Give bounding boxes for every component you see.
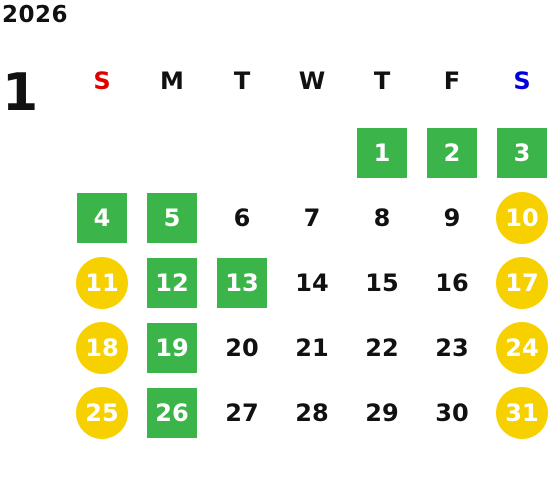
day-cell-19[interactable]: 19 xyxy=(147,322,197,373)
day-cell-empty xyxy=(207,120,277,185)
weekday-sun: S xyxy=(93,67,111,95)
day-cell-29[interactable]: 29 xyxy=(365,398,399,427)
calendar-month: 1 xyxy=(2,63,39,123)
day-cell-25[interactable]: 25 xyxy=(76,386,128,439)
day-cell-21[interactable]: 21 xyxy=(295,333,329,362)
day-cell-5[interactable]: 5 xyxy=(147,192,197,243)
weekday-sat: S xyxy=(513,67,531,95)
day-cell-14[interactable]: 14 xyxy=(295,268,329,297)
day-cell-11[interactable]: 11 xyxy=(76,256,128,309)
day-cell-4[interactable]: 4 xyxy=(77,192,127,243)
day-cell-12[interactable]: 12 xyxy=(147,257,197,308)
day-cell-20[interactable]: 20 xyxy=(225,333,259,362)
day-cell-6[interactable]: 6 xyxy=(233,203,251,232)
day-cell-9[interactable]: 9 xyxy=(443,203,461,232)
day-cell-empty xyxy=(67,120,137,185)
day-cell-31[interactable]: 31 xyxy=(496,386,548,439)
weekday-wed: W xyxy=(298,67,326,95)
day-cell-7[interactable]: 7 xyxy=(303,203,321,232)
weekday-thu: T xyxy=(373,67,391,95)
day-cell-26[interactable]: 26 xyxy=(147,387,197,438)
day-cell-3[interactable]: 3 xyxy=(497,127,547,178)
day-cell-28[interactable]: 28 xyxy=(295,398,329,427)
weekday-fri: F xyxy=(443,67,461,95)
day-cell-16[interactable]: 16 xyxy=(435,268,469,297)
day-cell-8[interactable]: 8 xyxy=(373,203,391,232)
day-cell-30[interactable]: 30 xyxy=(435,398,469,427)
day-cell-27[interactable]: 27 xyxy=(225,398,259,427)
day-cell-1[interactable]: 1 xyxy=(357,127,407,178)
day-cell-22[interactable]: 22 xyxy=(365,333,399,362)
weekday-tue: T xyxy=(233,67,251,95)
weekday-header: S M T W T F S xyxy=(67,55,548,107)
day-cell-10[interactable]: 10 xyxy=(496,191,548,244)
day-cell-18[interactable]: 18 xyxy=(76,321,128,374)
day-cell-empty xyxy=(277,120,347,185)
day-cell-13[interactable]: 13 xyxy=(217,257,267,308)
day-cell-2[interactable]: 2 xyxy=(427,127,477,178)
day-cell-17[interactable]: 17 xyxy=(496,256,548,309)
day-cell-24[interactable]: 24 xyxy=(496,321,548,374)
day-cell-23[interactable]: 23 xyxy=(435,333,469,362)
day-cell-empty xyxy=(137,120,207,185)
weekday-mon: M xyxy=(160,67,184,95)
calendar-year: 2026 xyxy=(2,2,69,28)
day-cell-15[interactable]: 15 xyxy=(365,268,399,297)
